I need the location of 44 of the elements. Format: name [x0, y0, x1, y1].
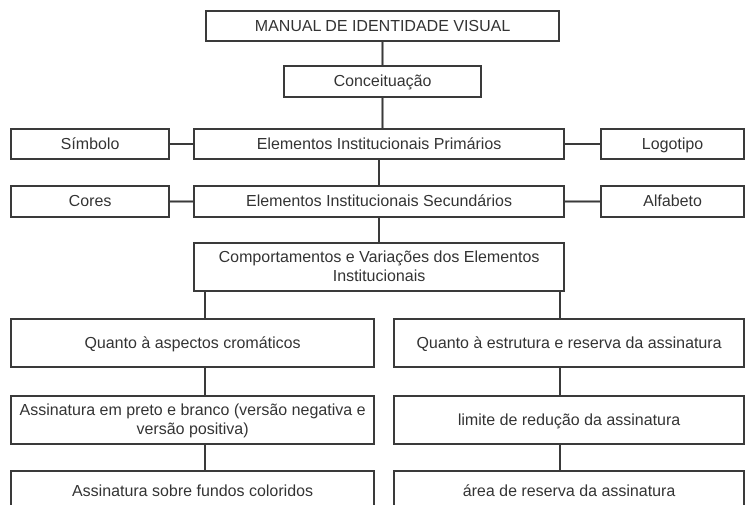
- box-label: Quanto à estrutura e reserva da assinatura: [416, 334, 722, 352]
- box-label: Conceituação: [334, 72, 432, 91]
- connector-line: [382, 42, 384, 65]
- process-box: [600, 185, 745, 218]
- process-box: [10, 395, 375, 445]
- process-box: [393, 318, 745, 368]
- box-label: Assinatura em preto e branco (versão negativa e versão positiva): [18, 401, 366, 439]
- process-box: [193, 128, 565, 160]
- connector-line: [559, 445, 561, 470]
- connector-line: [559, 292, 561, 318]
- connector-line: [378, 218, 380, 242]
- connector-line: [204, 445, 206, 470]
- process-box: [600, 128, 745, 160]
- box-label: Quanto à aspectos cromáticos: [84, 334, 301, 352]
- box-label: Assinatura sobre fundos coloridos: [72, 482, 314, 500]
- box-label: limite de redução da assinatura: [458, 410, 680, 430]
- process-box: [193, 185, 565, 218]
- box-label: Comportamentos e Variações dos Elementos Institucionais: [218, 248, 540, 286]
- connector-line: [565, 143, 600, 145]
- box-label: Símbolo: [60, 134, 120, 154]
- process-box: [10, 318, 375, 368]
- connector-line: [378, 160, 380, 185]
- connector-line: [170, 200, 193, 202]
- connector-line: [170, 143, 193, 145]
- process-box: [393, 470, 745, 505]
- connector-line: [565, 200, 600, 202]
- connector-line: [559, 368, 561, 395]
- process-box: [283, 65, 482, 98]
- box-label: Logotipo: [642, 134, 704, 154]
- box-label: área de reserva da assinatura: [462, 482, 676, 500]
- process-box: [10, 185, 170, 218]
- box-label: Elementos Institucionais Primários: [256, 134, 502, 154]
- box-label: Elementos Institucionais Secundários: [246, 192, 512, 211]
- box-label: Cores: [68, 192, 112, 211]
- process-box: [193, 242, 565, 292]
- process-box: [10, 470, 375, 505]
- box-label: MANUAL DE IDENTIDADE VISUAL: [254, 16, 510, 36]
- process-box: [393, 395, 745, 445]
- connector-line: [382, 98, 384, 128]
- process-box: [10, 128, 170, 160]
- process-box: [205, 10, 560, 42]
- box-label: Alfabeto: [643, 192, 702, 211]
- connector-line: [204, 292, 206, 318]
- connector-line: [204, 368, 206, 395]
